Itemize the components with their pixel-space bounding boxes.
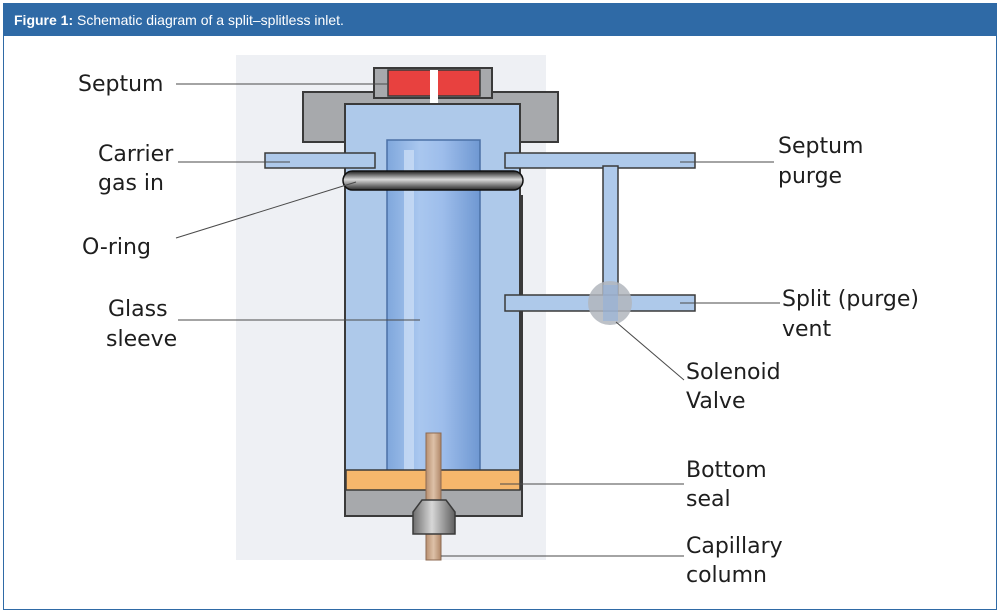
label-carrier-1: Carrier [98, 142, 174, 167]
o-ring [342, 170, 524, 191]
label-septum: Septum [78, 72, 163, 97]
leader-oring [175, 181, 357, 239]
label-solenoid-1: Solenoid [686, 360, 781, 385]
needle-gap [430, 70, 438, 106]
label-capillary-1: Capillary [686, 534, 783, 559]
label-split-1: Split (purge) [782, 287, 919, 312]
label-carrier-2: gas in [98, 171, 164, 196]
caption-text: Schematic diagram of a split–splitless i… [77, 12, 344, 28]
leader-solenoid [615, 321, 685, 381]
label-oring: O-ring [82, 235, 151, 260]
capillary-column [425, 432, 442, 561]
column-nut [412, 499, 456, 535]
label-solenoid-2: Valve [686, 389, 746, 414]
label-septum-purge-2: purge [778, 164, 842, 189]
carrier-tube [264, 152, 376, 169]
septum-purge-tube [504, 152, 696, 169]
figure-caption: Figure 1: Schematic diagram of a split–s… [4, 4, 996, 36]
label-glass-1: Glass [108, 297, 168, 322]
label-capillary-2: column [686, 563, 767, 588]
label-glass-2: sleeve [106, 327, 177, 352]
solenoid-valve-inner [603, 285, 618, 321]
label-bottom-2: seal [686, 487, 731, 512]
label-split-2: vent [782, 317, 831, 342]
figure-label: Figure 1: [14, 12, 74, 28]
label-bottom-1: Bottom [686, 458, 767, 483]
sleeve-highlight [404, 150, 414, 480]
label-septum-purge-1: Septum [778, 134, 863, 159]
